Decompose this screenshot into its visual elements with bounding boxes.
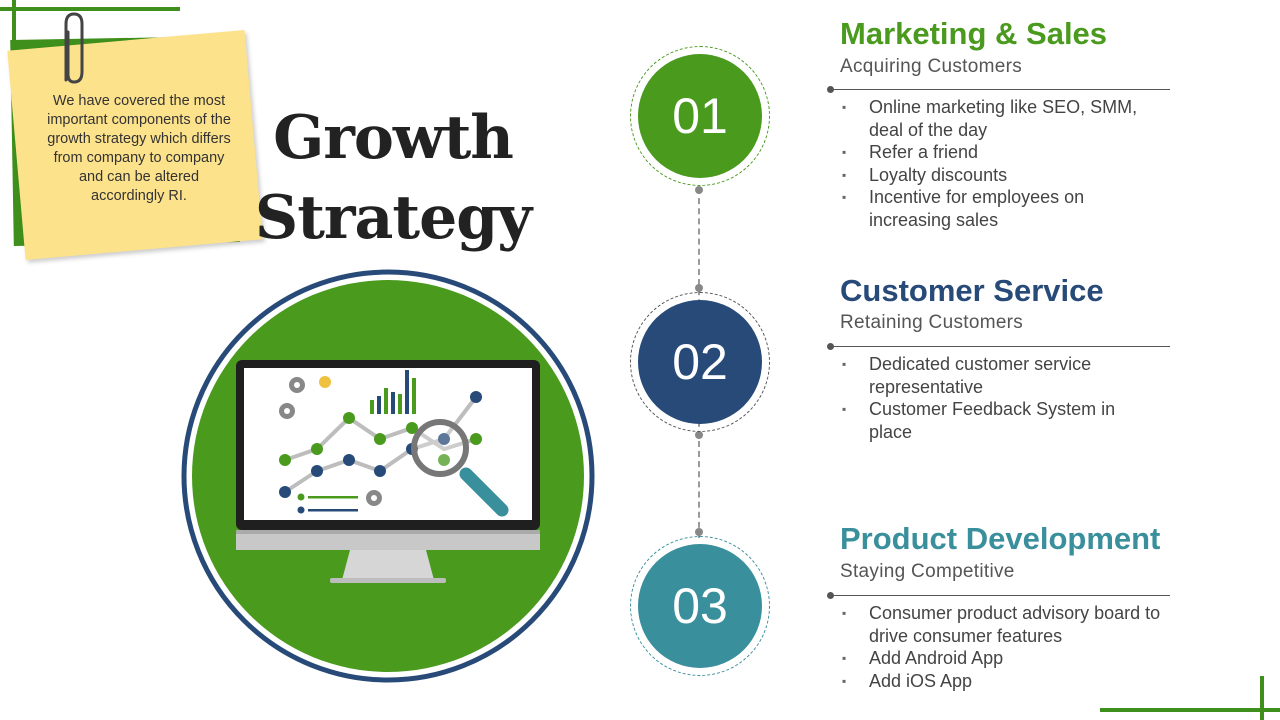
- list-item: Incentive for employees on increasing sa…: [842, 186, 1162, 231]
- page-title: Growth Strategy: [254, 103, 532, 253]
- gear-icon: [279, 377, 382, 506]
- legend-icon: [297, 493, 358, 514]
- section-subtitle-customer-service: Retaining Customers: [840, 312, 1024, 333]
- monitor-analytics-illustration: [181, 269, 595, 683]
- timeline-dot: [695, 431, 703, 439]
- step-number-1: 01: [638, 54, 762, 178]
- list-item: Add iOS App: [842, 670, 1162, 693]
- corner-accent-top-horizontal: [0, 7, 180, 11]
- timeline-dot: [695, 186, 703, 194]
- section-divider: [827, 343, 1170, 350]
- section-title-marketing: Marketing & Sales: [840, 16, 1108, 51]
- bullet-list-customer-service: Dedicated customer service representativ…: [842, 353, 1162, 443]
- corner-accent-bottom-vertical: [1260, 676, 1264, 720]
- list-item: Consumer product advisory board to drive…: [842, 602, 1162, 647]
- list-item: Loyalty discounts: [842, 164, 1162, 187]
- bar-chart-icon: [370, 370, 416, 414]
- bullet-list-marketing: Online marketing like SEO, SMM, deal of …: [842, 96, 1162, 231]
- section-title-customer-service: Customer Service: [840, 273, 1104, 308]
- section-divider: [827, 592, 1170, 599]
- step-ring-2: [630, 292, 770, 432]
- coin-icon: [319, 376, 331, 388]
- list-item: Online marketing like SEO, SMM, deal of …: [842, 96, 1162, 141]
- bullet-list-product-development: Consumer product advisory board to drive…: [842, 602, 1162, 692]
- section-title-product-development: Product Development: [840, 521, 1161, 556]
- timeline-dot: [695, 528, 703, 536]
- list-item: Customer Feedback System in place: [842, 398, 1162, 443]
- corner-accent-top-vertical: [12, 0, 16, 52]
- corner-accent-bottom-horizontal: [1100, 708, 1280, 712]
- section-divider: [827, 86, 1170, 93]
- timeline-dot: [695, 284, 703, 292]
- step-ring-3: [630, 536, 770, 676]
- step-ring-1: [630, 46, 770, 186]
- section-subtitle-product-development: Staying Competitive: [840, 561, 1015, 582]
- list-item: Refer a friend: [842, 141, 1162, 164]
- list-item: Dedicated customer service representativ…: [842, 353, 1162, 398]
- magnifier-icon: [411, 419, 509, 517]
- step-number-3: 03: [638, 544, 762, 668]
- step-number-2: 02: [638, 300, 762, 424]
- sticky-note-text: We have covered the most important compo…: [47, 93, 231, 204]
- section-subtitle-marketing: Acquiring Customers: [840, 56, 1023, 77]
- paperclip-icon: [64, 12, 84, 84]
- list-item: Add Android App: [842, 647, 1162, 670]
